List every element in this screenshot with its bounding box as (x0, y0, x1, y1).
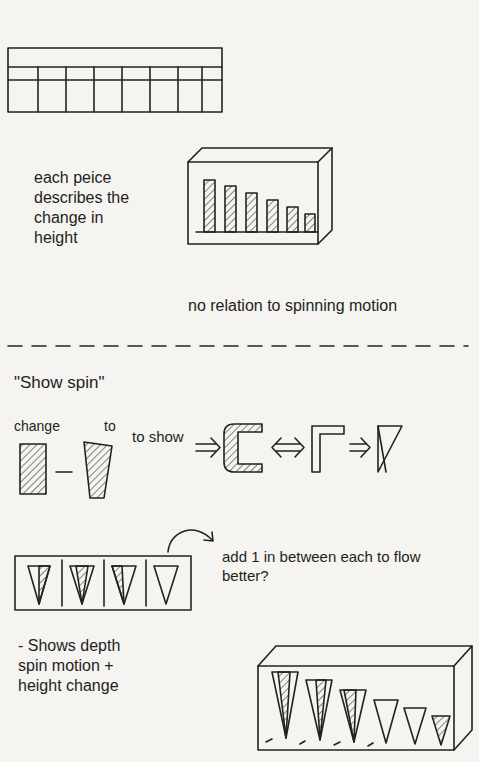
curved-arrow (204, 532, 213, 541)
angle-shape (312, 426, 344, 472)
double-arrow (196, 450, 216, 452)
grid-line (201, 67, 203, 112)
double-arrow (276, 443, 300, 445)
box-front (258, 666, 454, 750)
cone-box (15, 530, 213, 610)
grid-line (149, 67, 151, 112)
box-edge (454, 646, 472, 666)
divider (61, 560, 63, 606)
dash-mark (56, 471, 72, 473)
wedge-shape (378, 426, 386, 472)
cone (344, 690, 356, 742)
height-bar (305, 214, 315, 232)
double-arrow (361, 438, 370, 457)
handwritten-note: to show (132, 428, 194, 447)
handwritten-note: add 1 in between each to flow better? (222, 548, 432, 586)
floor-marks (266, 739, 373, 746)
cone (404, 708, 426, 744)
grid-line (8, 66, 222, 68)
bar-shape (20, 444, 46, 494)
double-arrow (272, 438, 281, 457)
box-back (188, 148, 332, 244)
handwritten-note: change (14, 418, 84, 436)
cone (432, 716, 450, 745)
tapered-shape (84, 442, 112, 498)
cone-box-frame (15, 556, 191, 610)
double-arrow (196, 443, 216, 445)
box-with-bars (188, 148, 332, 244)
wedge-shape (378, 426, 402, 472)
cone (374, 700, 398, 743)
cone (112, 566, 136, 604)
cone (316, 680, 326, 740)
divider (145, 560, 147, 606)
handwritten-note: to (104, 418, 134, 436)
shape-change-sketch (20, 424, 402, 498)
handwritten-note: "Show spin" (14, 372, 154, 393)
handwritten-note: no relation to spinning motion (188, 296, 468, 316)
grid-frame (8, 48, 222, 112)
handwritten-note: - Shows depth spin motion + height chang… (18, 636, 140, 696)
dashed-separator (8, 345, 468, 347)
box-back (258, 646, 472, 750)
double-arrow (211, 438, 220, 457)
box-front (188, 162, 318, 244)
grid-line (93, 67, 95, 112)
cone (306, 680, 332, 740)
height-bar (246, 193, 257, 232)
cone (112, 566, 124, 604)
grid-line (8, 79, 222, 81)
height-bar (287, 207, 298, 232)
cone (154, 566, 178, 604)
cone (39, 566, 50, 604)
curved-arrow (168, 530, 212, 552)
grid-line (121, 67, 123, 112)
cone (340, 690, 366, 742)
grid-line (37, 67, 39, 112)
height-bar (267, 200, 278, 232)
handwritten-note: each peice describes the change in heigh… (34, 168, 146, 248)
cone (76, 566, 88, 604)
cone (70, 566, 94, 604)
c-shape (224, 424, 262, 472)
double-arrow (276, 450, 300, 452)
height-bar (225, 186, 236, 232)
cone (28, 566, 50, 604)
divider (103, 560, 105, 606)
cone (272, 672, 298, 738)
grid-line (65, 67, 67, 112)
grid-sketch (8, 48, 222, 112)
height-bar (204, 180, 215, 232)
cone (278, 672, 290, 738)
cone-box-3d (258, 646, 472, 750)
grid-line (177, 67, 179, 112)
double-arrow (295, 438, 304, 457)
double-arrow (350, 450, 366, 452)
box-edge (318, 148, 332, 162)
double-arrow (350, 443, 366, 445)
